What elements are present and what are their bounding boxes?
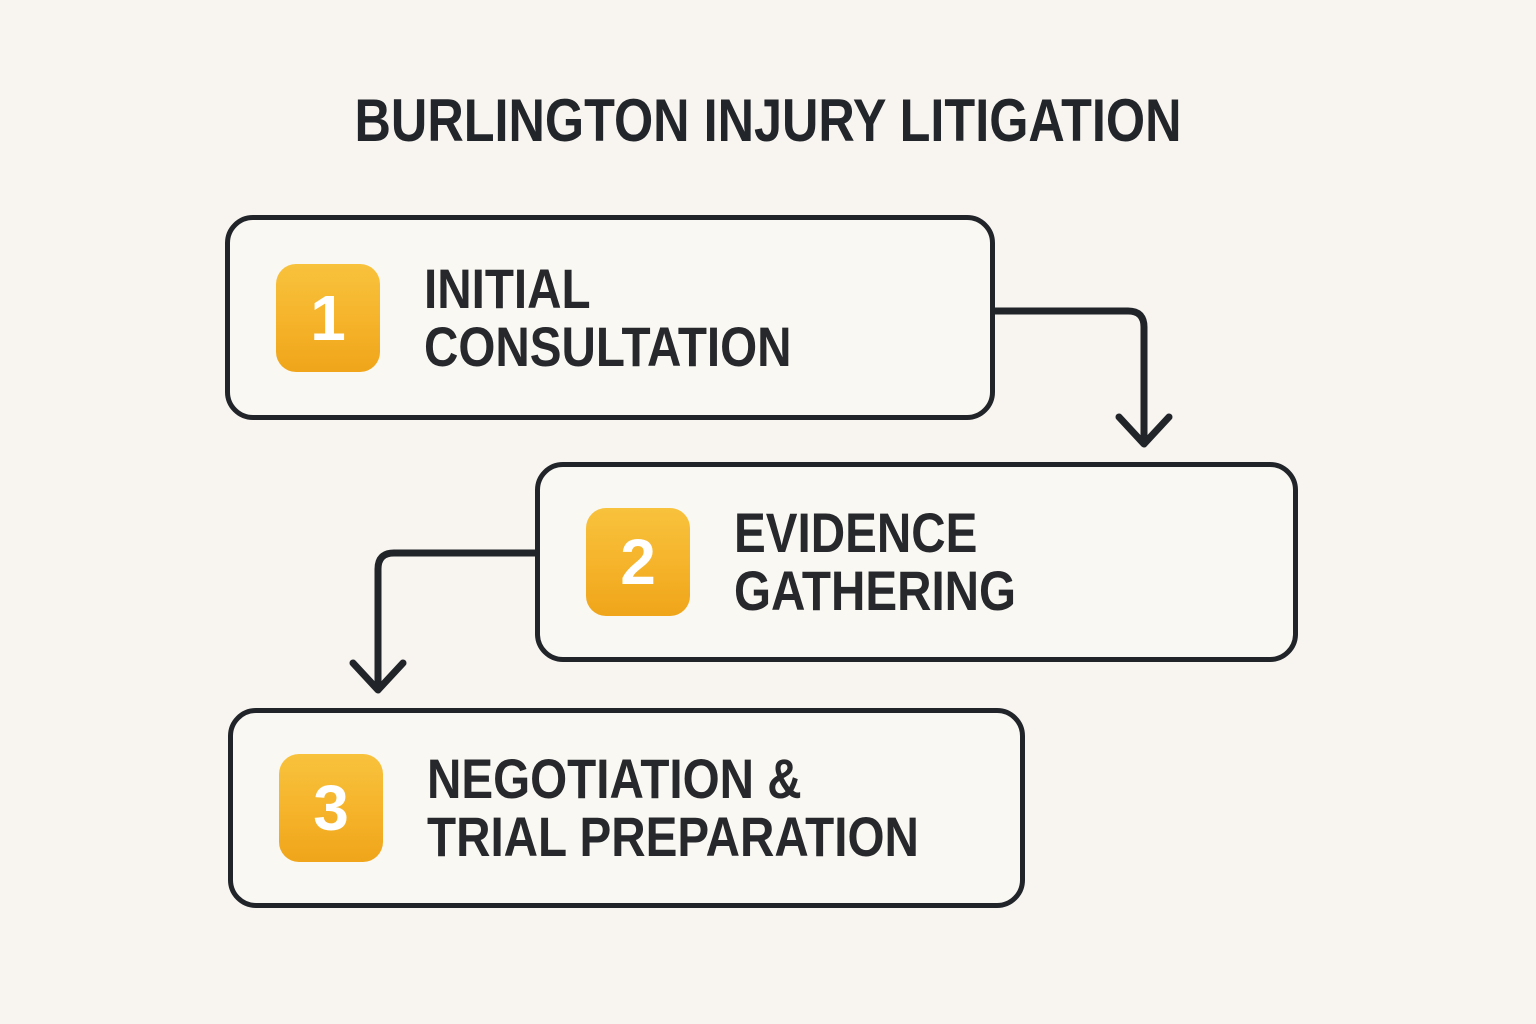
step-label-line2: CONSULTATION bbox=[424, 314, 792, 378]
step-number: 2 bbox=[620, 526, 656, 598]
flow-step-3: 3 NEGOTIATION & TRIAL PREPARATION bbox=[228, 708, 1025, 908]
step-label: EVIDENCE GATHERING bbox=[734, 504, 1016, 620]
step-label-line1: INITIAL bbox=[424, 256, 591, 320]
arrow-step1-to-step2 bbox=[991, 307, 1173, 448]
step-label-line2: TRIAL PREPARATION bbox=[427, 805, 919, 868]
arrow-step2-to-step3 bbox=[349, 549, 539, 694]
step-label-line1: NEGOTIATION & bbox=[427, 747, 802, 810]
step-number: 1 bbox=[310, 281, 346, 354]
step-label-line1: EVIDENCE bbox=[734, 501, 978, 564]
step-number-badge: 1 bbox=[276, 263, 380, 372]
flow-step-1: 1 INITIAL CONSULTATION bbox=[225, 215, 995, 420]
step-number-badge: 2 bbox=[586, 508, 690, 616]
step-label: NEGOTIATION & TRIAL PREPARATION bbox=[427, 750, 919, 866]
page-title: BURLINGTON INJURY LITIGATION bbox=[354, 87, 1182, 154]
step-label-line2: GATHERING bbox=[734, 559, 1017, 622]
step-number: 3 bbox=[313, 772, 349, 844]
step-label: INITIAL CONSULTATION bbox=[424, 256, 792, 378]
flow-step-2: 2 EVIDENCE GATHERING bbox=[535, 462, 1298, 662]
step-number-badge: 3 bbox=[279, 754, 383, 862]
